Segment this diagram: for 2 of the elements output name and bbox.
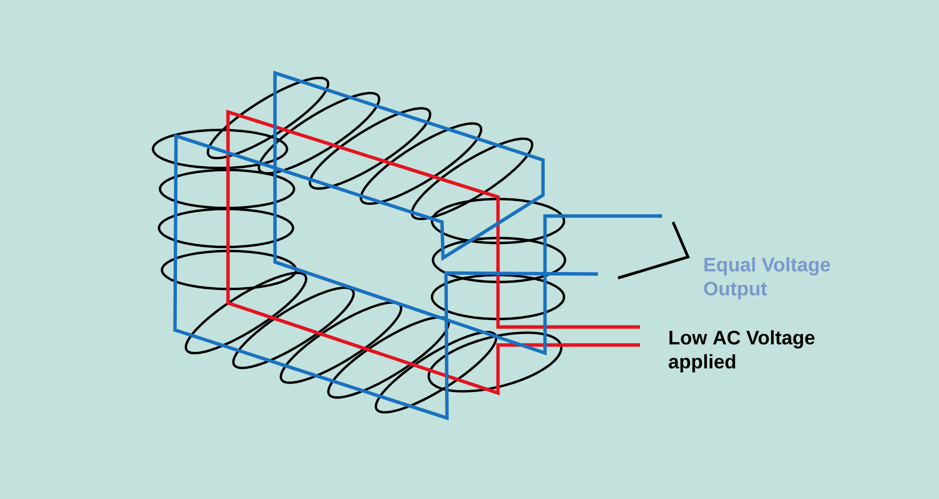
label: Low AC Voltage applied <box>668 330 815 372</box>
label: Equal Voltage Output <box>704 257 830 300</box>
